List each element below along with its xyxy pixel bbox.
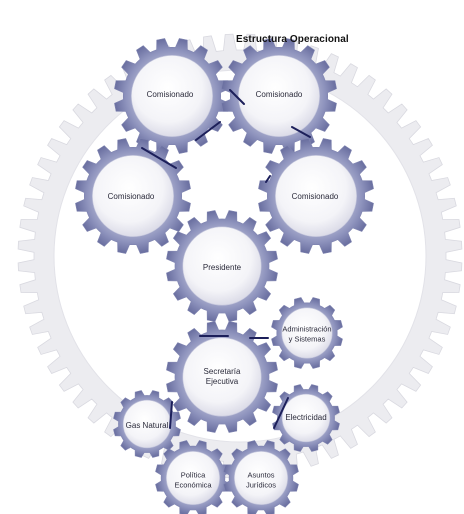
gear-hub-electricidad — [281, 393, 331, 443]
administracion-line-2: y Sistemas — [288, 334, 326, 343]
gear-gas-natural — [113, 390, 181, 458]
contact-line-comisionado-4-inner — [265, 175, 271, 183]
gear-comisionado-4 — [258, 138, 374, 254]
gear-asuntos — [223, 440, 299, 514]
node-politica-label: Política Económica — [174, 471, 211, 490]
node-comisionado-4-label: Comisionado — [291, 192, 339, 201]
node-administracion-label: Administración y Sistemas — [282, 325, 331, 344]
gear-politica — [155, 440, 231, 514]
gear-comisionado-3 — [75, 138, 191, 254]
gear-hub-comisionado-1 — [131, 55, 213, 137]
contact-line-comisionado-2-comisionado-4 — [291, 126, 311, 138]
gear-hub-comisionado-2 — [238, 55, 320, 137]
gear-hub-politica — [166, 451, 220, 505]
gear-hub-secretaria — [182, 337, 262, 417]
gear-secretaria — [166, 321, 278, 433]
gear-presidente — [166, 210, 278, 322]
gear-group — [75, 38, 374, 514]
politica-line-1: Política — [180, 470, 206, 480]
administracion-line-1: Administración — [282, 324, 332, 334]
node-comisionado-2-label: Comisionado — [255, 90, 303, 99]
gear-hub-asuntos — [234, 451, 288, 505]
gear-administracion — [271, 297, 343, 369]
node-asuntos-label: Asuntos Jurídicos — [246, 471, 276, 490]
gear-hub-comisionado-4 — [275, 155, 357, 237]
gear-hub-administracion — [281, 307, 333, 359]
gear-hub-presidente — [182, 226, 262, 306]
node-secretaria-label: Secretaría Ejecutiva — [204, 367, 241, 387]
contact-line-comisionado-1-comisionado-2 — [229, 89, 245, 105]
contact-line-comisionado-1-comisionado-3 — [141, 147, 177, 169]
node-presidente-label: Presidente — [202, 263, 242, 272]
contact-line-secretaria-gas-natural — [169, 401, 173, 429]
contact-line-comisionado-2-presidente — [195, 121, 221, 141]
asuntos-line-2: Jurídicos — [245, 480, 277, 489]
node-comisionado-1-label: Comisionado — [146, 90, 194, 99]
asuntos-line-1: Asuntos — [247, 470, 275, 480]
gear-comisionado-1 — [114, 38, 230, 154]
gear-contact-lines — [141, 89, 311, 429]
node-comisionado-3-label: Comisionado — [107, 192, 155, 201]
contact-line-secretaria-electricidad — [273, 397, 289, 429]
diagram-title: Estructura Operacional — [236, 34, 349, 45]
gear-comisionado-2 — [221, 38, 337, 154]
gear-electricidad — [272, 384, 340, 452]
gear-hub-comisionado-3 — [92, 155, 174, 237]
node-electricidad-label: Electricidad — [285, 413, 327, 422]
secretaria-line-1: Secretaría — [203, 367, 241, 376]
node-gas-natural-label: Gas Natural — [125, 421, 169, 430]
politica-line-2: Económica — [174, 480, 212, 489]
secretaria-line-2: Ejecutiva — [205, 377, 239, 386]
